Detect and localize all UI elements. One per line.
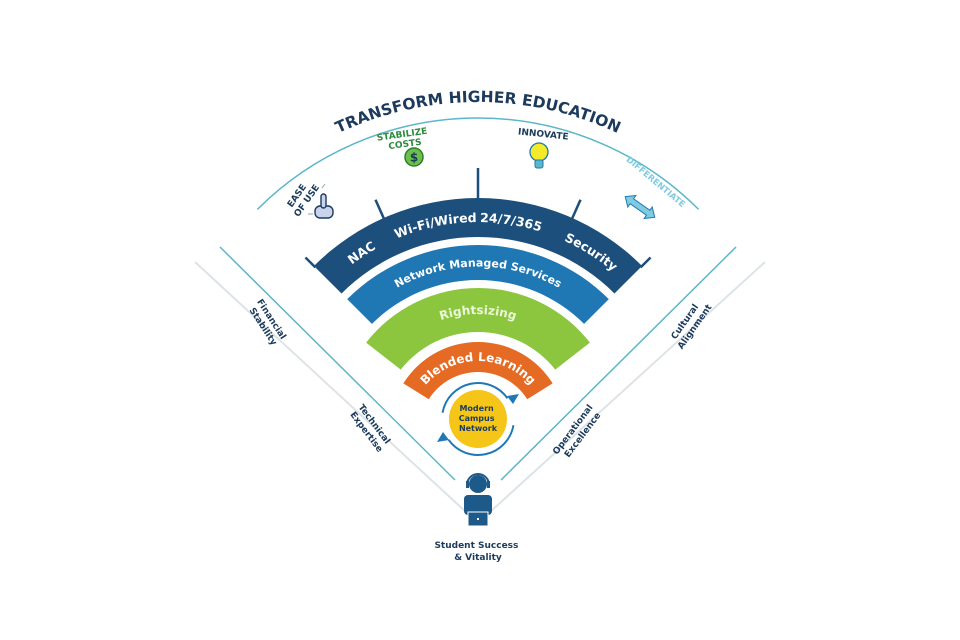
core-circle: Modern Campus Network [437, 382, 519, 456]
tick-mark [639, 256, 652, 269]
student-headset-icon [464, 473, 492, 527]
double-arrow-icon [624, 194, 656, 220]
tick-mark [374, 199, 386, 221]
band-managed-services [347, 245, 609, 324]
tick-mark [570, 199, 582, 221]
svg-text:STABILIZE COSTS: STABILIZE COSTS [376, 126, 432, 153]
goal-stabilize-costs: STABILIZE COSTS $ [376, 126, 432, 167]
band-blended-learning [403, 341, 553, 400]
goal-ease-of-use: EASE OF USE [286, 183, 334, 219]
pillar-financial-stability: Financial Stability [245, 298, 289, 350]
svg-text:Modern Campus Netw: Modern Campus Network [459, 404, 498, 433]
svg-text:Rightsizing: Rightsizing [438, 303, 519, 323]
pillar-technical-expertise: Technical Expertise [347, 403, 394, 456]
band-rightsizing-label: Rightsizing [438, 303, 519, 323]
tick-mark [304, 256, 317, 269]
lightbulb-icon [529, 142, 549, 169]
cycle-arrow-icon [437, 432, 449, 442]
band-outer [313, 198, 643, 294]
svg-text:$: $ [410, 151, 418, 165]
pointing-hand-icon [308, 183, 334, 219]
cycle-arrow-icon [507, 394, 519, 404]
student-success-label: Student Success & Vitality [434, 541, 521, 563]
wedge-lines [194, 117, 766, 513]
title-text: TRANSFORM HIGHER EDUCATION [333, 88, 624, 137]
band-rightsizing [366, 288, 590, 370]
bands: Network Managed ServicesRightsizingBlend… [304, 168, 652, 400]
dollar-coin-icon: $ [404, 147, 424, 167]
goal-innovate: INNOVATE [517, 127, 569, 169]
title: TRANSFORM HIGHER EDUCATION [333, 88, 624, 137]
pillar-operational-excellence: Operational Excellence [551, 401, 606, 464]
